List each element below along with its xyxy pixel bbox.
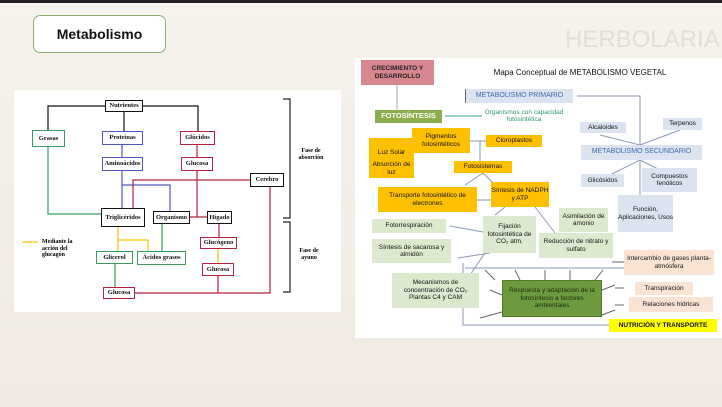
node-fijacion: Fijación fotosintética de CO₂ atm. — [483, 216, 536, 253]
node-glucogeno: Glucógeno — [200, 237, 237, 249]
node-asimilacion: Asimilación de amonio — [559, 208, 608, 232]
slide-title: Metabolismo — [33, 15, 166, 53]
node-transporte: Transporte fotosintético de electrones — [378, 187, 477, 212]
node-glucosa-3: Glucosa — [103, 287, 135, 299]
node-intercambio: Intercambio de gases planta-atmósfera — [624, 250, 714, 275]
node-aminoacidos: Aminoácidos — [102, 157, 143, 171]
node-funcion: Función, Aplicaciones, Usos — [618, 195, 673, 232]
luz-solar-label: Luz Solar — [377, 148, 406, 156]
node-metabolismo-primario: METABOLISMO PRIMARIO — [465, 89, 573, 103]
phase-ayuno: Fase de ayuno — [299, 248, 319, 261]
absorcion-label: Absorción de luz — [372, 161, 411, 176]
node-sintesis-nadph: Síntesis de NADPH y ATP — [491, 182, 549, 207]
top-bar — [0, 0, 722, 3]
node-respuesta: Respuesta y adaptación de la fotosíntesi… — [502, 280, 602, 317]
node-fotosistemas: Fotosistemas — [454, 161, 512, 173]
node-higado: Hígado — [207, 211, 232, 224]
node-acidos-grasos: Ácidos grasos — [137, 251, 186, 265]
node-alcaloides: Alcaloides — [580, 122, 626, 133]
node-relaciones: Relaciones hídricas — [629, 297, 713, 312]
node-transpiracion: Transpiración — [635, 282, 693, 295]
node-cerebro: Cerebro — [250, 173, 284, 187]
node-reduccion: Reducción de nitrato y sulfato — [539, 233, 613, 258]
node-proteinas: Proteinas — [102, 131, 143, 145]
legend-glucagon: Mediante la acción del glucagón — [42, 238, 73, 259]
node-glicerol: Glicerol — [96, 251, 133, 264]
node-terpenos: Terpenos — [663, 118, 702, 130]
node-fotosintesis: FOTOSÍNTESIS — [375, 110, 442, 123]
node-pigmentos: Pigmentos fotosintéticos — [412, 128, 470, 153]
node-fotorrespiracion: Fotorrespiración — [372, 219, 446, 233]
node-organismo: Organismo — [153, 211, 190, 224]
node-trigliceridos: Triglicéridos — [101, 208, 145, 227]
node-compuestos: Compuestos fenólicos — [642, 168, 697, 192]
node-mecanismos: Mecanismos de concentración de CO₂ Plant… — [392, 273, 479, 308]
human-metabolism-diagram — [14, 90, 341, 312]
node-glucosa-2: Glucosa — [202, 263, 234, 276]
phase-absorcion: Fase de absorción — [298, 148, 324, 161]
map-title: Mapa Conceptual de METABOLISMO VEGETAL — [493, 68, 667, 78]
node-metabolismo-secundario: METABOLISMO SECUNDARIO — [581, 145, 702, 160]
node-organismos: Organismos con capacidad fotosintética — [484, 108, 564, 123]
node-cloroplastos: Cloroplastos — [486, 135, 542, 147]
node-sacarosa: Síntesis de sacarosa y almidón — [372, 239, 451, 263]
node-grasas: Grasas — [32, 130, 65, 147]
node-glicosidos: Glicósidos — [581, 174, 624, 187]
node-glucosa-1: Glucosa — [181, 157, 213, 171]
watermark: HERBOLARIA — [565, 26, 720, 53]
node-crecimiento: CRECIMIENTO Y DESARROLLO — [361, 60, 434, 85]
node-luz-solar: Luz Solar Absorción de luz — [369, 138, 414, 178]
node-nutricion: NUTRICIÓN Y TRANSPORTE — [609, 319, 717, 332]
node-glucidos: Glúcidos — [180, 131, 215, 145]
node-nutrientes: Nutrientes — [105, 100, 143, 112]
